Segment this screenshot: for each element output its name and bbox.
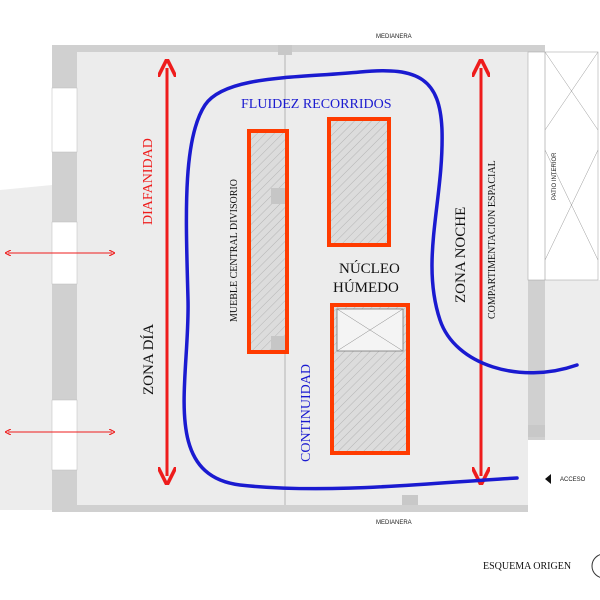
fluidez-label: FLUIDEZ RECORRIDOS (241, 97, 392, 112)
adjacent-left-area (0, 185, 52, 510)
nucleo-label-1: NÚCLEO (339, 260, 400, 277)
outer-walls (51, 45, 548, 512)
medianera-top-label: MEDIANERA (376, 34, 412, 40)
continuidad-label: CONTINUIDAD (299, 364, 314, 462)
nucleo-label-2: HÚMEDO (333, 279, 399, 296)
bottom-wall-pilaster (402, 495, 418, 505)
acceso-marker: ACCESO (545, 474, 586, 484)
diafanidad-label: DIAFANIDAD (141, 138, 156, 225)
mueble-label: MUEBLE CENTRAL DIVISORIO (229, 179, 240, 322)
medianera-bottom-label: MEDIANERA (376, 520, 412, 526)
esquema-label: ESQUEMA ORIGEN (483, 561, 571, 572)
fluidez-recorridos-path (182, 68, 579, 491)
patio-label: PATIO INTERIOR (552, 152, 558, 200)
patio-interior (527, 51, 599, 281)
nucleo-upper-box (327, 117, 391, 247)
compartimentacion-label: COMPARTIMENTACION ESPACIAL (487, 160, 498, 319)
north-circle-icon (591, 554, 600, 578)
adjacent-right-area (545, 280, 600, 440)
zona-noche-label: ZONA NOCHE (453, 207, 469, 303)
mueble-central-divisorio (247, 129, 289, 354)
acceso-arrow-icon (545, 474, 551, 484)
nucleo-lower-box (330, 303, 410, 455)
acceso-label: ACCESO (560, 477, 586, 483)
top-wall-pilaster (278, 45, 292, 55)
zona-dia-label: ZONA DÍA (140, 324, 157, 395)
